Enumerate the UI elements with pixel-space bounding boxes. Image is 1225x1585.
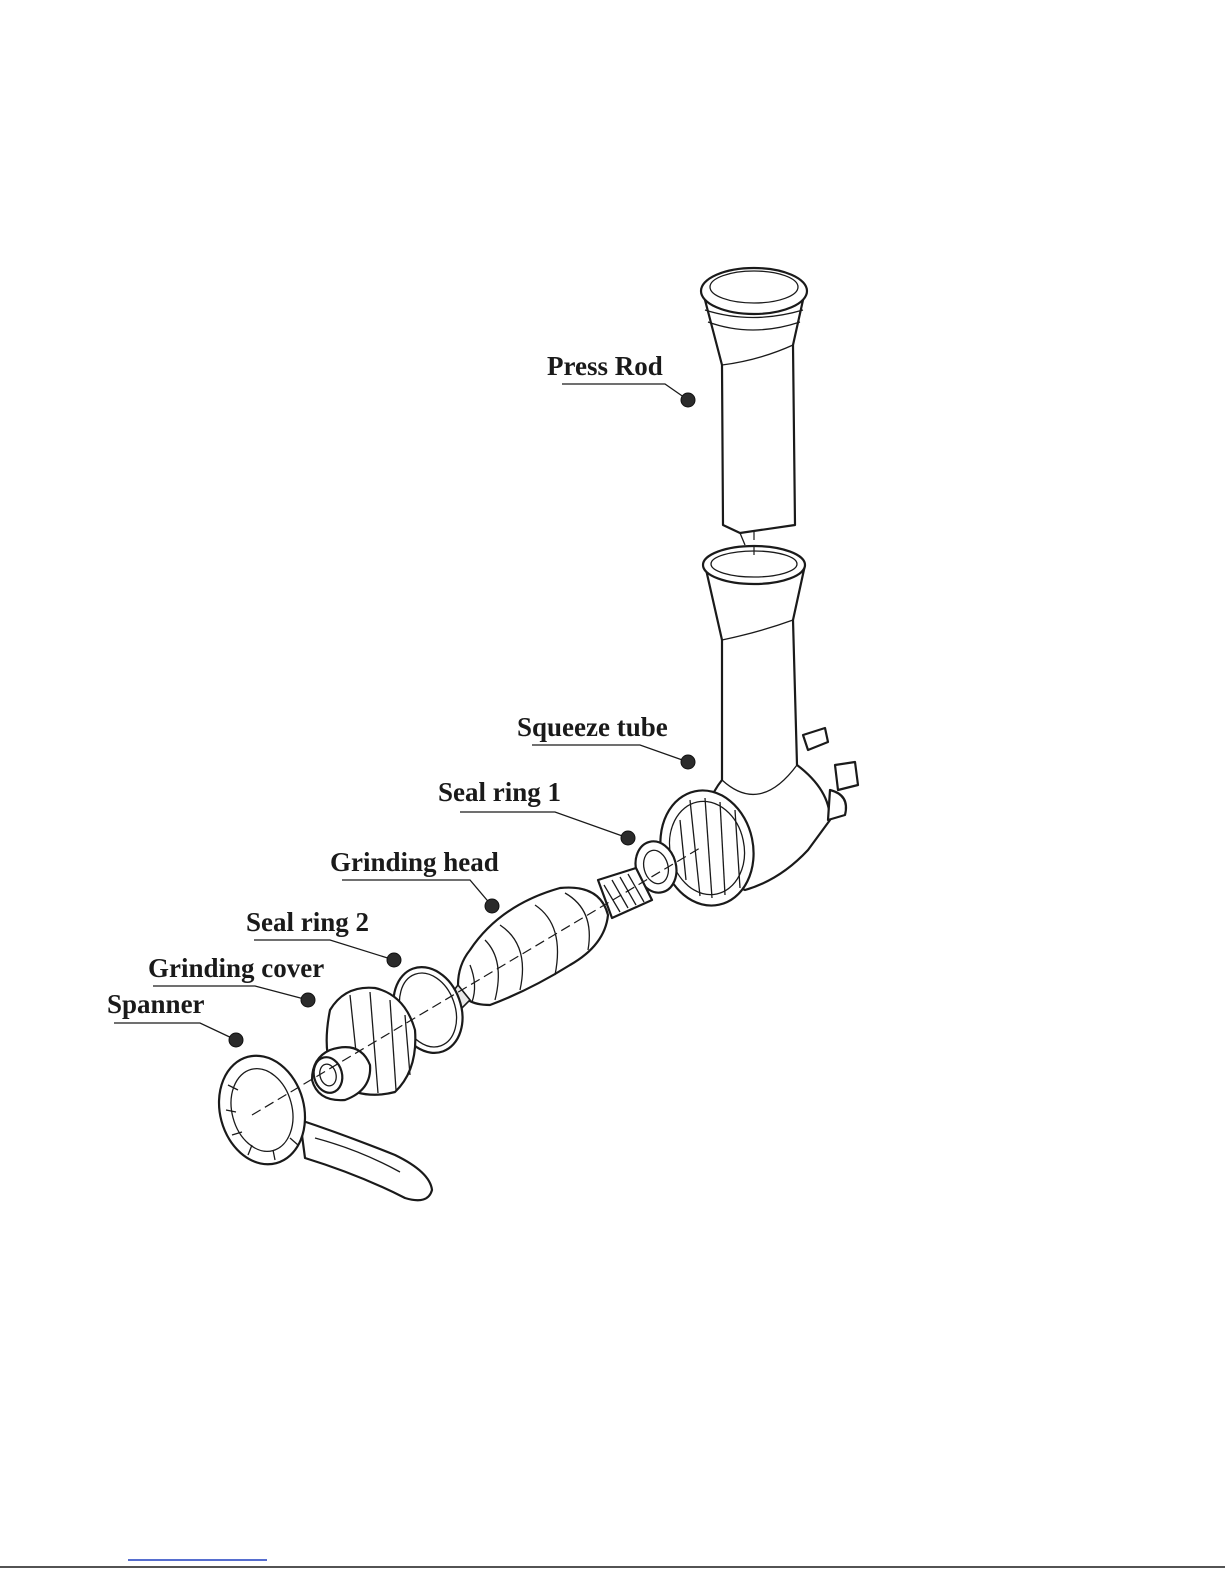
part-label: Press Rod <box>547 351 663 381</box>
part-label: Grinding head <box>330 847 499 877</box>
press-rod-drawing <box>701 268 807 545</box>
part-label: Spanner <box>107 989 205 1019</box>
label-seal-ring-1: Seal ring 1 <box>438 777 635 845</box>
label-squeeze-tube: Squeeze tube <box>517 712 695 769</box>
part-label: Seal ring 2 <box>246 907 369 937</box>
grinding-cover-drawing <box>310 988 416 1100</box>
label-grinding-head: Grinding head <box>330 847 499 913</box>
label-press-rod: Press Rod <box>547 351 695 407</box>
part-label: Grinding cover <box>148 953 324 983</box>
part-label: Squeeze tube <box>517 712 668 742</box>
part-label: Seal ring 1 <box>438 777 561 807</box>
label-spanner: Spanner <box>107 989 243 1047</box>
